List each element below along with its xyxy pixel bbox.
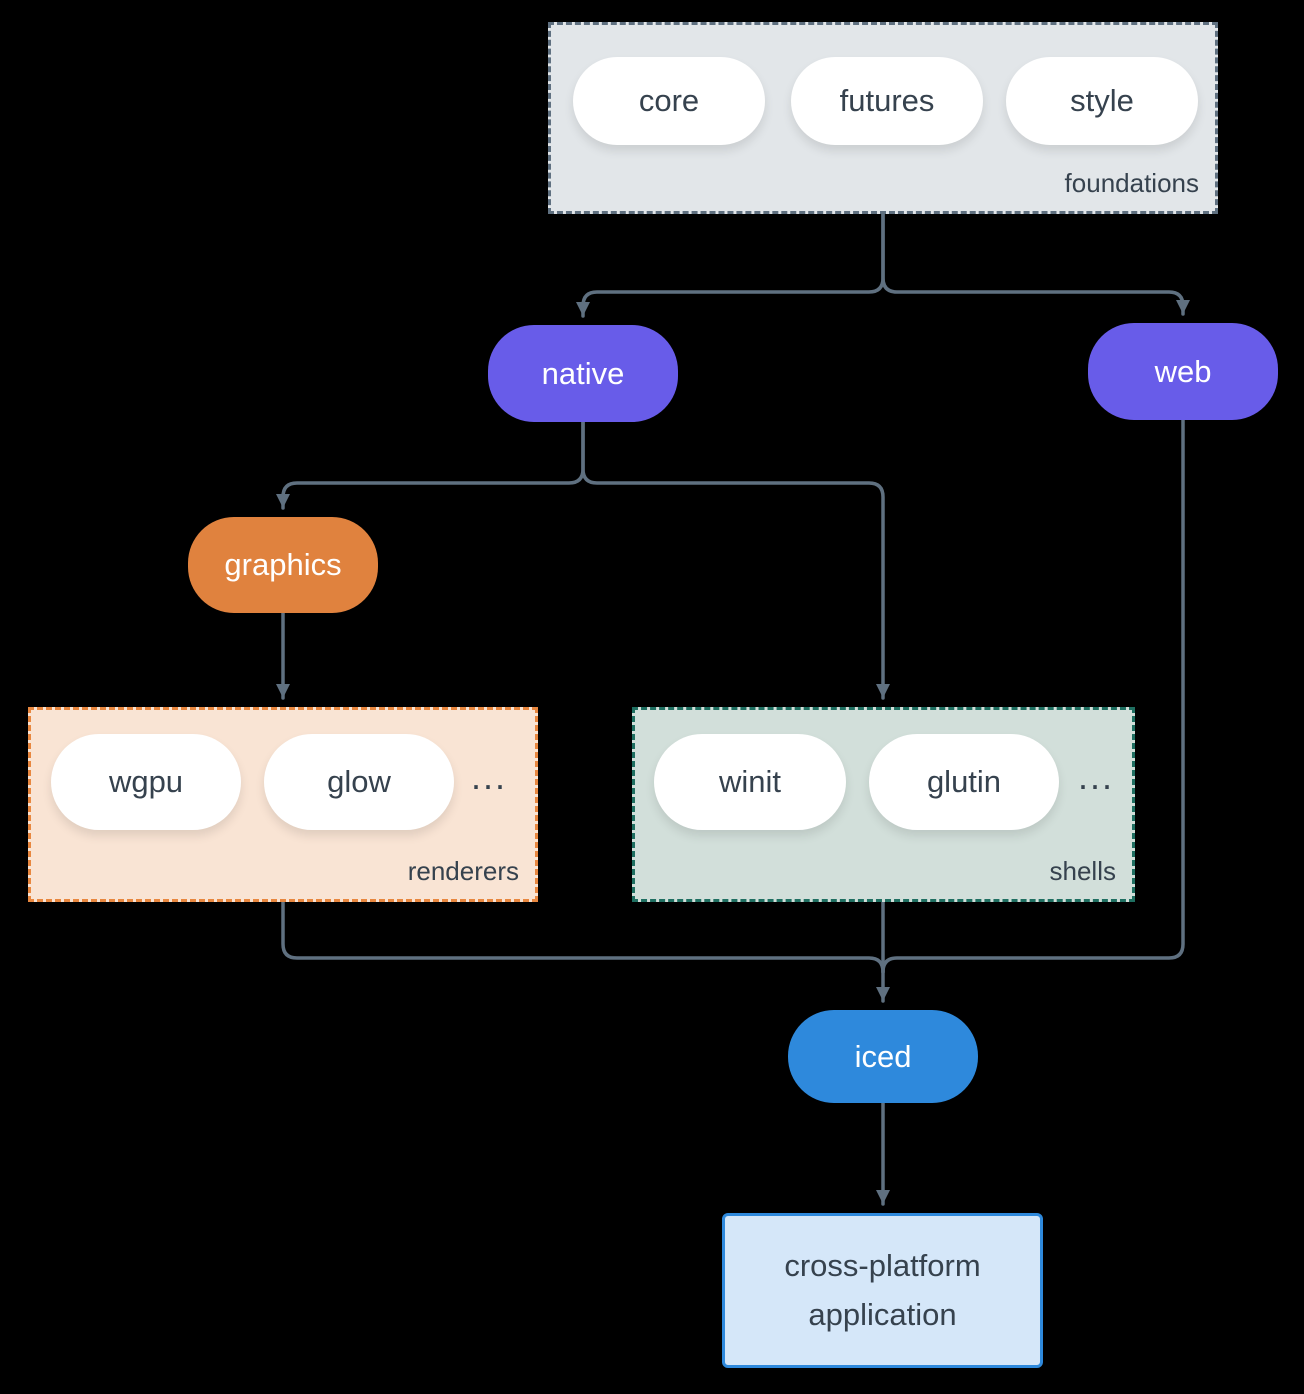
- group-renderers-label: renderers: [407, 856, 519, 886]
- group-shells-label: shells: [1049, 856, 1116, 886]
- shells-ellipsis: ...: [1078, 756, 1115, 797]
- node-futures: futures: [791, 57, 983, 145]
- node-style: style: [1006, 57, 1198, 145]
- node-native: native: [488, 325, 678, 422]
- node-wgpu: wgpu: [51, 734, 241, 830]
- edge-native-to-shells: [581, 420, 890, 700]
- renderers-ellipsis: ...: [471, 756, 508, 797]
- node-core: core: [573, 57, 765, 145]
- group-shells: winit glutin ... shells: [632, 707, 1135, 902]
- group-foundations: core futures style foundations: [548, 22, 1218, 214]
- edge-foundations-to-web: [881, 212, 1190, 316]
- node-web: web: [1088, 323, 1278, 420]
- node-winit: winit: [654, 734, 846, 830]
- node-glow: glow: [264, 734, 454, 830]
- edge-foundations-to-native: [576, 212, 885, 318]
- node-iced: iced: [788, 1010, 978, 1103]
- edge-renderers-to-iced: [281, 900, 885, 974]
- node-graphics: graphics: [188, 517, 378, 613]
- group-foundations-label: foundations: [1064, 168, 1199, 198]
- node-cross-platform-application: cross-platform application: [722, 1213, 1043, 1368]
- group-renderers: wgpu glow ... renderers: [28, 707, 538, 902]
- node-glutin: glutin: [869, 734, 1059, 830]
- edge-native-to-graphics: [276, 420, 585, 510]
